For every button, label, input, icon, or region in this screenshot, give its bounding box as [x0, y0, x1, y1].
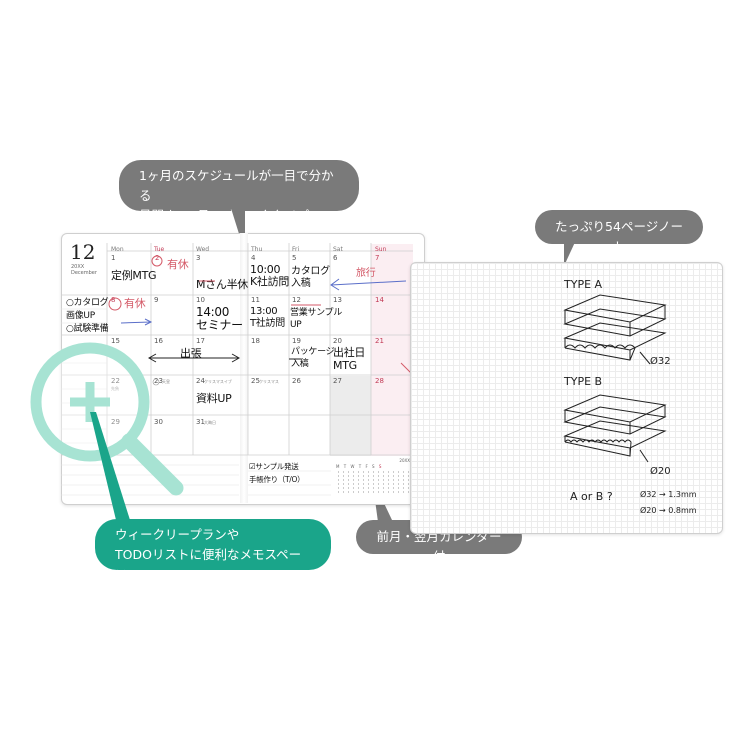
- weekday-mon: Mon: [111, 246, 124, 253]
- mini-calendar: 20XX M T W T F S S: [334, 458, 412, 494]
- magnifier-icon: [30, 342, 184, 496]
- spec-line-2: Ø20 → 0.8mm: [640, 506, 697, 515]
- planner-spine: [240, 233, 248, 503]
- weekday-fri: Fri: [292, 246, 300, 253]
- date-14: 14: [375, 296, 384, 304]
- date-12: 12: [292, 296, 301, 304]
- left-memo: ○カタログ 画像UP ○試験準備: [66, 298, 109, 334]
- date-26: 26: [292, 377, 301, 385]
- note-d6: 旅行: [356, 268, 376, 279]
- spec-line-1: Ø32 → 1.3mm: [640, 490, 697, 499]
- note-d19: パッケージ 入稿: [291, 347, 335, 369]
- date-5: 5: [292, 254, 297, 262]
- date-27: 27: [333, 377, 342, 385]
- date-19: 19: [292, 337, 301, 345]
- date-10: 10: [196, 296, 205, 304]
- sunday-column: [371, 244, 413, 456]
- note-d10: 14:00 セミナー: [196, 305, 243, 332]
- date-8: 8: [111, 296, 116, 304]
- date-4: 4: [251, 254, 256, 262]
- date-2: 2: [155, 254, 160, 262]
- note-d12: 営業サンプル UP: [290, 308, 342, 330]
- date-21: 21: [375, 337, 384, 345]
- date-29: 29: [111, 418, 120, 426]
- mini-calendar-grid: [336, 470, 410, 494]
- question-text: A or B ?: [570, 490, 613, 503]
- date-6: 6: [333, 254, 338, 262]
- date-30: 30: [154, 418, 163, 426]
- type-a-dim: Ø32: [650, 356, 671, 367]
- type-b-dim: Ø20: [650, 466, 671, 477]
- type-b-label: TYPE B: [564, 375, 603, 388]
- date-13: 13: [333, 296, 342, 304]
- callout-notes: たっぷり54ページノート: [535, 210, 703, 254]
- date-18: 18: [251, 337, 260, 345]
- date-25: 25: [251, 377, 260, 385]
- weekday-sat: Sat: [333, 246, 343, 253]
- date-3: 3: [196, 254, 201, 262]
- callout-memo: ウィークリープランや TODOリストに便利なメモスペース: [95, 519, 331, 582]
- note-d16: 出張: [180, 347, 202, 360]
- callout-memo-pointer: [90, 412, 130, 520]
- note-d1: 定例MTG: [111, 269, 157, 282]
- holiday-label: 先負: [111, 386, 119, 392]
- weekday-tue: Tue: [154, 246, 165, 253]
- note-d24: 資料UP: [196, 392, 232, 405]
- saturday-shade: [330, 376, 371, 456]
- note-d11: 13:00 T社訪問: [250, 306, 285, 329]
- note-d5: カタログ 入稿: [291, 266, 330, 289]
- date-9: 9: [154, 296, 159, 304]
- date-17: 17: [196, 337, 205, 345]
- holiday-label: クリスマス: [259, 379, 279, 384]
- callout-notes-pointer: [564, 240, 576, 266]
- date-23: 23: [154, 377, 163, 385]
- callout-schedule: 1ヶ月のスケジュールが一目で分かる 見開き1ヶ月のブロックタイプ: [119, 160, 359, 223]
- bottom-memo: ☑サンプル発送 手帳作り（T/O）: [249, 462, 305, 484]
- weekday-sun: Sun: [375, 246, 387, 253]
- date-15: 15: [111, 337, 120, 345]
- weekday-wed: Wed: [196, 246, 210, 253]
- holiday-label: クリスマスイブ: [204, 379, 232, 384]
- date-1: 1: [111, 254, 116, 262]
- date-20: 20: [333, 337, 342, 345]
- note-d2: 有休: [167, 258, 189, 271]
- date-11: 11: [251, 296, 260, 304]
- date-24: 24: [196, 377, 205, 385]
- note-d4: 10:00 K社訪問: [250, 263, 290, 288]
- type-a-sketch: [563, 294, 667, 365]
- date-31: 31: [196, 418, 205, 426]
- type-a-label: TYPE A: [564, 278, 603, 291]
- date-7: 7: [375, 254, 380, 262]
- mini-calendar-weekdays: M T W T F S S: [336, 464, 382, 469]
- planner-grid: [61, 243, 413, 496]
- planner-arrows: [108, 255, 417, 386]
- date-22: 22: [111, 377, 120, 385]
- holiday-label: 大晦日: [204, 420, 216, 425]
- month-number: 12: [70, 240, 96, 264]
- date-16: 16: [154, 337, 163, 345]
- note-d8: 有休: [124, 297, 146, 310]
- notebook-page: [410, 262, 723, 534]
- weekday-thu: Thu: [251, 246, 263, 253]
- type-b-sketch: [563, 394, 667, 463]
- date-28: 28: [375, 377, 384, 385]
- mini-calendar-year: 20XX: [399, 458, 410, 463]
- holiday-label: 天皇: [162, 379, 170, 384]
- note-d20: 出社日 MTG: [333, 346, 366, 372]
